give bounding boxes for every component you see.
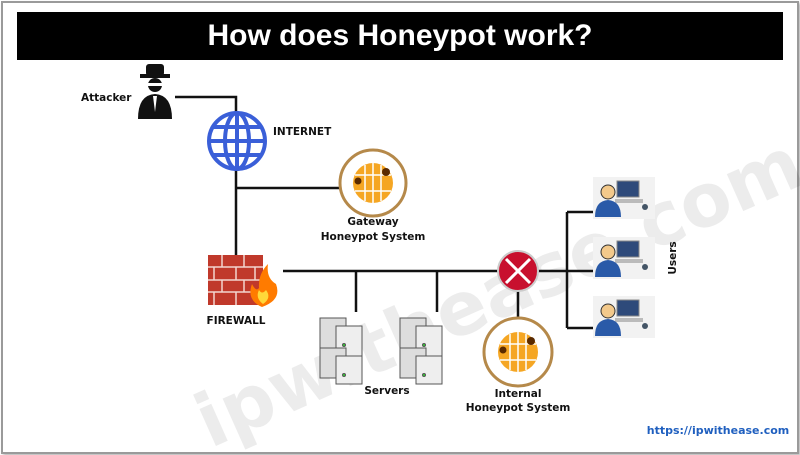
attacker-label: Attacker bbox=[81, 92, 132, 104]
user-computer-icon bbox=[593, 177, 655, 219]
user-computer-icon bbox=[593, 237, 655, 279]
internal-label-2: Honeypot System bbox=[466, 402, 571, 414]
page-title: How does Honeypot work? bbox=[17, 12, 783, 60]
servers-label: Servers bbox=[364, 385, 409, 397]
firewall-icon bbox=[208, 255, 278, 307]
firewall-label: FIREWALL bbox=[207, 315, 266, 327]
server-icon bbox=[319, 317, 363, 385]
gateway-label-2: Honeypot System bbox=[321, 231, 426, 243]
internal-honeypot-icon bbox=[482, 316, 554, 388]
gateway-honeypot-icon bbox=[338, 148, 408, 218]
website-url[interactable]: https://ipwithease.com bbox=[647, 424, 789, 437]
server-icon bbox=[399, 317, 443, 385]
attacker-icon bbox=[138, 64, 172, 119]
line-attacker-internet bbox=[175, 95, 238, 112]
line-users-bus bbox=[538, 210, 593, 330]
internet-label: INTERNET bbox=[273, 126, 332, 138]
gateway-label-1: Gateway bbox=[347, 216, 398, 228]
internet-globe-icon bbox=[207, 111, 267, 171]
connection-lines bbox=[175, 95, 593, 330]
users-label: Users bbox=[667, 241, 679, 274]
user-computer-icon bbox=[593, 296, 655, 338]
router-icon bbox=[497, 250, 539, 292]
internal-label-1: Internal bbox=[495, 388, 542, 400]
